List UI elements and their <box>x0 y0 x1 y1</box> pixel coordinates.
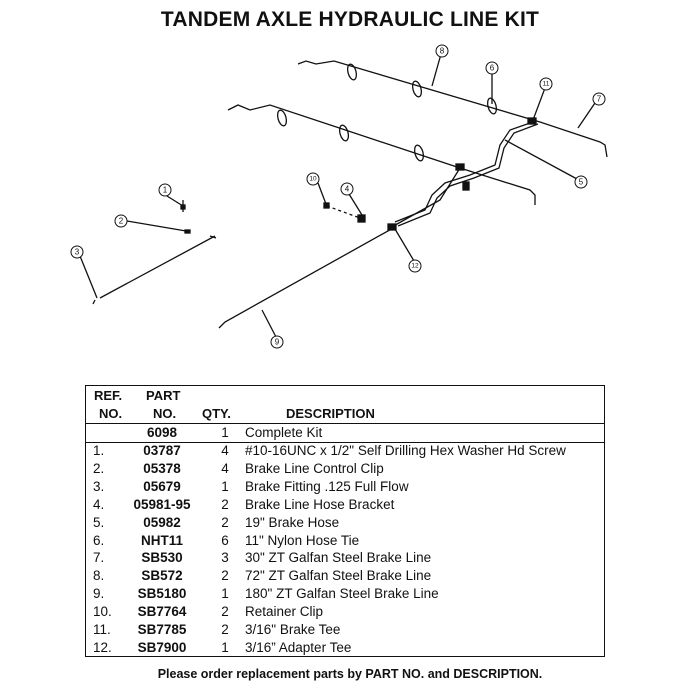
svg-text:4: 4 <box>345 185 350 194</box>
svg-text:9: 9 <box>275 338 280 347</box>
cell-part: SB572 <box>141 568 183 584</box>
cell-part: 05679 <box>143 478 181 494</box>
cell-ref: 6. <box>93 532 105 548</box>
cell-part: SB7785 <box>137 622 187 637</box>
svg-text:10: 10 <box>309 176 317 183</box>
cell-description: #10-16UNC x 1/2" Self Drilling Hex Washe… <box>245 443 566 458</box>
cell-part: SB7764 <box>137 604 187 620</box>
callout-10 <box>306 172 320 186</box>
cell-ref: 9. <box>93 586 105 602</box>
table-row: 5. 05982 2 19" Brake Hose <box>86 515 604 533</box>
callout-9 <box>270 335 284 349</box>
cell-part: 03787 <box>143 443 181 458</box>
callout-1 <box>158 183 172 197</box>
hydraulic-line-diagram: 1 2 3 4 5 6 7 8 9 10 11 12 <box>70 44 608 349</box>
cell-description: 3/16" Brake Tee <box>245 622 341 637</box>
table-row: 6. NHT11 6 11" Nylon Hose Tie <box>86 533 604 551</box>
cell-description: Brake Fitting .125 Full Flow <box>245 478 409 494</box>
table-row: 9. SB5180 1 180" ZT Galfan Steel Brake Line <box>86 586 604 604</box>
header-part-1: PART <box>146 388 181 403</box>
cell-qty: 4 <box>221 443 229 458</box>
cell-qty: 2 <box>221 514 229 530</box>
svg-text:11: 11 <box>543 81 550 88</box>
cell-ref: 4. <box>93 496 105 512</box>
kit-part: 6098 <box>146 425 178 440</box>
cell-qty: 2 <box>221 604 229 620</box>
svg-text:1: 1 <box>163 186 168 195</box>
cell-part: 05982 <box>143 514 181 530</box>
cell-description: Brake Line Hose Bracket <box>245 496 395 512</box>
cell-description: 19" Brake Hose <box>245 514 340 530</box>
header-ref-2: NO. <box>99 406 123 421</box>
cell-ref: 10. <box>93 604 112 620</box>
cell-ref: 1. <box>93 443 105 458</box>
callout-8 <box>435 44 449 58</box>
parts-table: REF. NO. PART NO. QTY. DESCRIPTION 6098 … <box>85 385 605 657</box>
cell-ref: 7. <box>93 550 105 566</box>
cell-description: 180" ZT Galfan Steel Brake Line <box>245 586 439 602</box>
cell-ref: 11. <box>93 622 111 637</box>
callout-4 <box>340 182 354 196</box>
kit-row: 6098 1 Complete Kit <box>86 425 604 443</box>
table-row: 7. SB530 3 30" ZT Galfan Steel Brake Line <box>86 550 604 568</box>
cell-ref: 2. <box>93 460 105 476</box>
header-description: DESCRIPTION <box>286 406 375 421</box>
cell-description: 3/16” Adapter Tee <box>245 639 352 655</box>
cell-qty: 2 <box>221 568 229 584</box>
cell-ref: 5. <box>93 514 105 530</box>
cell-part: 05981-95 <box>133 496 191 512</box>
callout-11 <box>539 77 553 91</box>
table-row: 3. 05679 1 Brake Fitting .125 Full Flow <box>86 479 604 497</box>
table-row: 1. 03787 4 #10-16UNC x 1/2" Self Drilling H… <box>86 443 604 461</box>
order-note: Please order replacement parts by PART N… <box>157 667 543 681</box>
cell-qty: 4 <box>221 460 229 476</box>
cell-qty: 3 <box>221 550 229 566</box>
callout-6 <box>485 61 499 75</box>
table-row: 12. SB7900 1 3/16” Adapter Tee <box>86 640 604 658</box>
cell-ref: 8. <box>93 568 105 584</box>
svg-text:5: 5 <box>579 178 584 187</box>
callout-12 <box>408 259 422 273</box>
svg-text:8: 8 <box>440 47 445 56</box>
cell-part: 05378 <box>143 460 181 476</box>
kit-qty: 1 <box>221 425 229 440</box>
table-row: 4. 05981-95 2 Brake Line Hose Bracket <box>86 497 604 515</box>
cell-qty: 2 <box>221 622 229 637</box>
cell-qty: 1 <box>221 586 229 602</box>
cell-qty: 1 <box>221 639 229 655</box>
svg-text:6: 6 <box>490 64 495 73</box>
cell-qty: 2 <box>221 496 229 512</box>
cell-qty: 1 <box>221 478 229 494</box>
table-row: 2. 05378 4 Brake Line Control Clip <box>86 461 604 479</box>
cell-description: Retainer Clip <box>245 604 324 620</box>
callout-5 <box>574 175 588 189</box>
callout-7 <box>592 92 606 106</box>
header-qty: QTY. <box>202 406 231 421</box>
cell-description: 11" Nylon Hose Tie <box>245 532 360 548</box>
cell-qty: 6 <box>221 532 229 548</box>
svg-text:7: 7 <box>597 95 602 104</box>
table-row: 10. SB7764 2 Retainer Clip <box>86 604 604 622</box>
cell-part: SB7900 <box>137 639 187 655</box>
cell-part: NHT11 <box>140 532 184 548</box>
svg-text:3: 3 <box>75 248 80 257</box>
cell-part: SB530 <box>141 550 183 566</box>
callout-3 <box>70 245 84 259</box>
cell-description: 72" ZT Galfan Steel Brake Line <box>245 568 432 584</box>
kit-description: Complete Kit <box>245 425 323 440</box>
svg-text:12: 12 <box>411 263 419 270</box>
page-title: TANDEM AXLE HYDRAULIC LINE KIT <box>160 8 540 31</box>
callout-2 <box>114 214 128 228</box>
table-row: 11. SB7785 2 3/16" Brake Tee <box>86 622 604 640</box>
table-row: 8. SB572 2 72" ZT Galfan Steel Brake Line <box>86 568 604 586</box>
header-part-2: NO. <box>153 406 177 421</box>
svg-text:2: 2 <box>119 217 124 226</box>
cell-description: Brake Line Control Clip <box>245 460 384 476</box>
cell-ref: 12. <box>93 639 112 655</box>
cell-description: 30" ZT Galfan Steel Brake Line <box>245 550 432 566</box>
cell-part: SB5180 <box>137 586 187 602</box>
cell-ref: 3. <box>93 478 105 494</box>
header-ref-1: REF. <box>94 388 123 403</box>
